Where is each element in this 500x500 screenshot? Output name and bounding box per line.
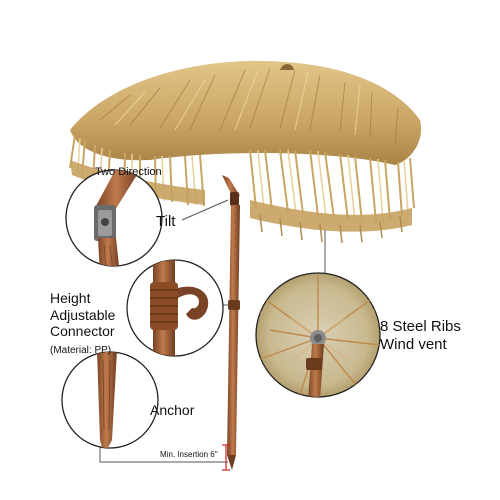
connector-detail <box>126 259 224 357</box>
height-adjustable-connector-label: Height Adjustable Connector <box>50 290 115 340</box>
umbrella-pole <box>222 175 240 470</box>
umbrella-ribs-icon <box>257 273 380 397</box>
height-label-line-1: Height <box>50 290 91 306</box>
anchor-label: Anchor <box>150 402 195 418</box>
steel-ribs-label: 8 Steel Ribs Wind vent <box>380 318 461 353</box>
connector-clamp-icon <box>150 260 209 356</box>
min-insertion-label: Min. Insertion 6" <box>160 450 218 459</box>
tilt-label: Tilt <box>156 213 176 230</box>
anchor-detail <box>61 351 159 449</box>
anchor-spike-icon <box>97 352 117 448</box>
two-direction-label: Two Direction <box>95 166 162 178</box>
ribs-label-line-1: 8 Steel Ribs <box>380 318 461 335</box>
height-label-line-3: Connector <box>50 323 115 340</box>
ribs-detail <box>255 272 381 398</box>
insertion-marker <box>222 444 230 471</box>
height-label-line-2: Adjustable <box>50 306 116 323</box>
ribs-label-line-2: Wind vent <box>380 335 447 353</box>
material-label: (Material: PP) <box>50 345 112 356</box>
